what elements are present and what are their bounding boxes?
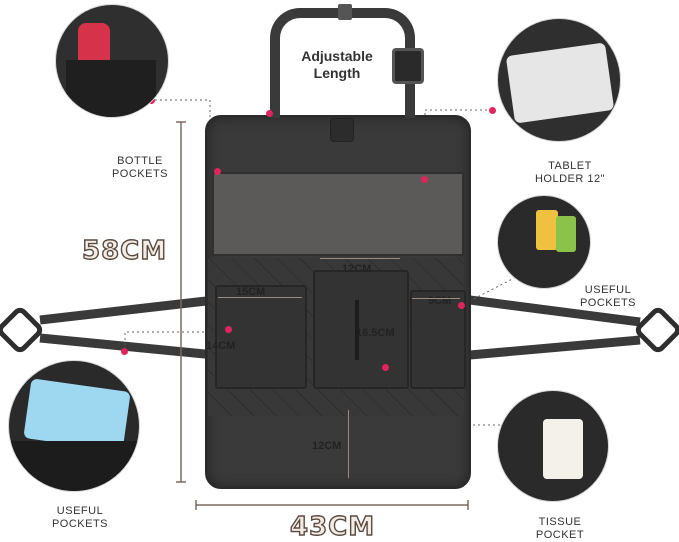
strap-buckle-icon [392,48,424,84]
useful-pockets-left-label: USEFUL POCKETS [51,505,109,530]
inset-tablet [497,18,621,142]
useful-pockets-right-label: USEFUL POCKETS [579,284,637,309]
pin-tablet-left [214,168,221,175]
pocket-right-measure-line [412,298,460,299]
pocket-left-height-dimension: 14CM [206,340,236,352]
strap-clip-icon [338,4,352,20]
pocket-mid-height-dimension: 16.5CM [356,327,395,339]
tissue-pocket-middle [313,270,409,389]
adjustable-length-label: Adjustable Length [301,48,373,81]
tissue-slot [355,300,359,360]
right-strap-upper [469,295,641,327]
pocket-left-width-dimension: 15CM [236,286,266,298]
bottle-pockets-label: BOTTLE POCKETS [111,155,169,180]
right-strap-lower [469,335,641,360]
tablet-holder-label: TABLET HOLDER 12" [534,160,606,185]
pin-pocket-right [458,302,465,309]
pocket-left-measure-line [218,297,302,298]
bottle-icon [78,23,110,67]
left-strap-lower [39,333,216,360]
height-dimension: 58CM [81,235,168,266]
width-dimension: 43CM [289,511,376,542]
useful-pocket-right [410,290,466,389]
pocket-right-width-dimension: 9CM [428,295,452,307]
inset-tissue-pocket [497,390,609,502]
bottom-gap-measure-line [348,410,349,478]
tablet-icon [505,42,615,124]
inset-useful-pockets-left [8,360,140,492]
pin-tablet-right [489,107,496,114]
pin-useful-left [121,348,128,355]
tissue-pocket-label: TISSUE POCKET [535,516,585,541]
snap-tab [330,118,354,142]
pin-tissue [382,364,389,371]
tablet-window [212,172,464,256]
pin-pocket-left [225,326,232,333]
pocket-top-measure-line [320,258,400,259]
pin-tablet [421,176,428,183]
left-strap-upper [39,295,216,325]
bottle-pocket-left [215,285,307,389]
inset-useful-pockets-right [497,195,591,289]
pocket-top-dimension: 12CM [342,263,372,275]
inset-bottle-pocket [55,4,169,118]
tissue-icon [543,419,583,479]
pin-strap [266,110,273,117]
bottom-gap-dimension: 12CM [312,440,342,452]
